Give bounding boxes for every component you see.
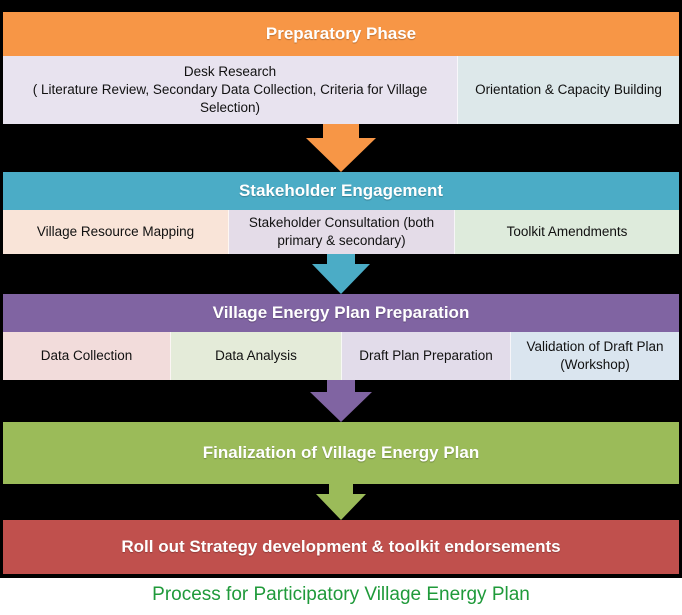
step-desk-research-title: Desk Research xyxy=(183,64,277,79)
flow-arrow-3 xyxy=(310,380,372,422)
flow-arrow-2 xyxy=(312,254,370,294)
step-data-collection: Data Collection xyxy=(3,332,171,380)
phase-header-stakeholder-engagement: Stakeholder Engagement xyxy=(3,172,679,210)
phase-header-finalization: Finalization of Village Energy Plan xyxy=(3,422,679,484)
step-stakeholder-consultation: Stakeholder Consultation (both primary &… xyxy=(229,210,455,254)
step-validation-draft-plan: Validation of Draft Plan (Workshop) xyxy=(511,332,679,380)
phase-steps-plan-preparation: Data Collection Data Analysis Draft Plan… xyxy=(3,332,679,380)
step-orientation-capacity-building: Orientation & Capacity Building xyxy=(458,56,679,124)
step-toolkit-amendments: Toolkit Amendments xyxy=(455,210,679,254)
diagram-canvas: Preparatory Phase Desk Research ( Litera… xyxy=(0,0,682,578)
step-village-resource-mapping: Village Resource Mapping xyxy=(3,210,229,254)
phase-steps-stakeholder-engagement: Village Resource Mapping Stakeholder Con… xyxy=(3,210,679,254)
phase-header-preparatory: Preparatory Phase xyxy=(3,12,679,56)
step-desk-research: Desk Research ( Literature Review, Secon… xyxy=(3,56,458,124)
phase-header-plan-preparation: Village Energy Plan Preparation xyxy=(3,294,679,332)
step-data-analysis: Data Analysis xyxy=(171,332,342,380)
phase-steps-preparatory: Desk Research ( Literature Review, Secon… xyxy=(3,56,679,124)
phase-header-roll-out: Roll out Strategy development & toolkit … xyxy=(3,520,679,574)
step-desk-research-detail: ( Literature Review, Secondary Data Coll… xyxy=(32,82,428,115)
flow-arrow-4 xyxy=(316,484,366,520)
step-draft-plan-preparation: Draft Plan Preparation xyxy=(342,332,511,380)
flow-arrow-1 xyxy=(306,124,376,172)
diagram-caption: Process for Participatory Village Energy… xyxy=(152,584,530,605)
